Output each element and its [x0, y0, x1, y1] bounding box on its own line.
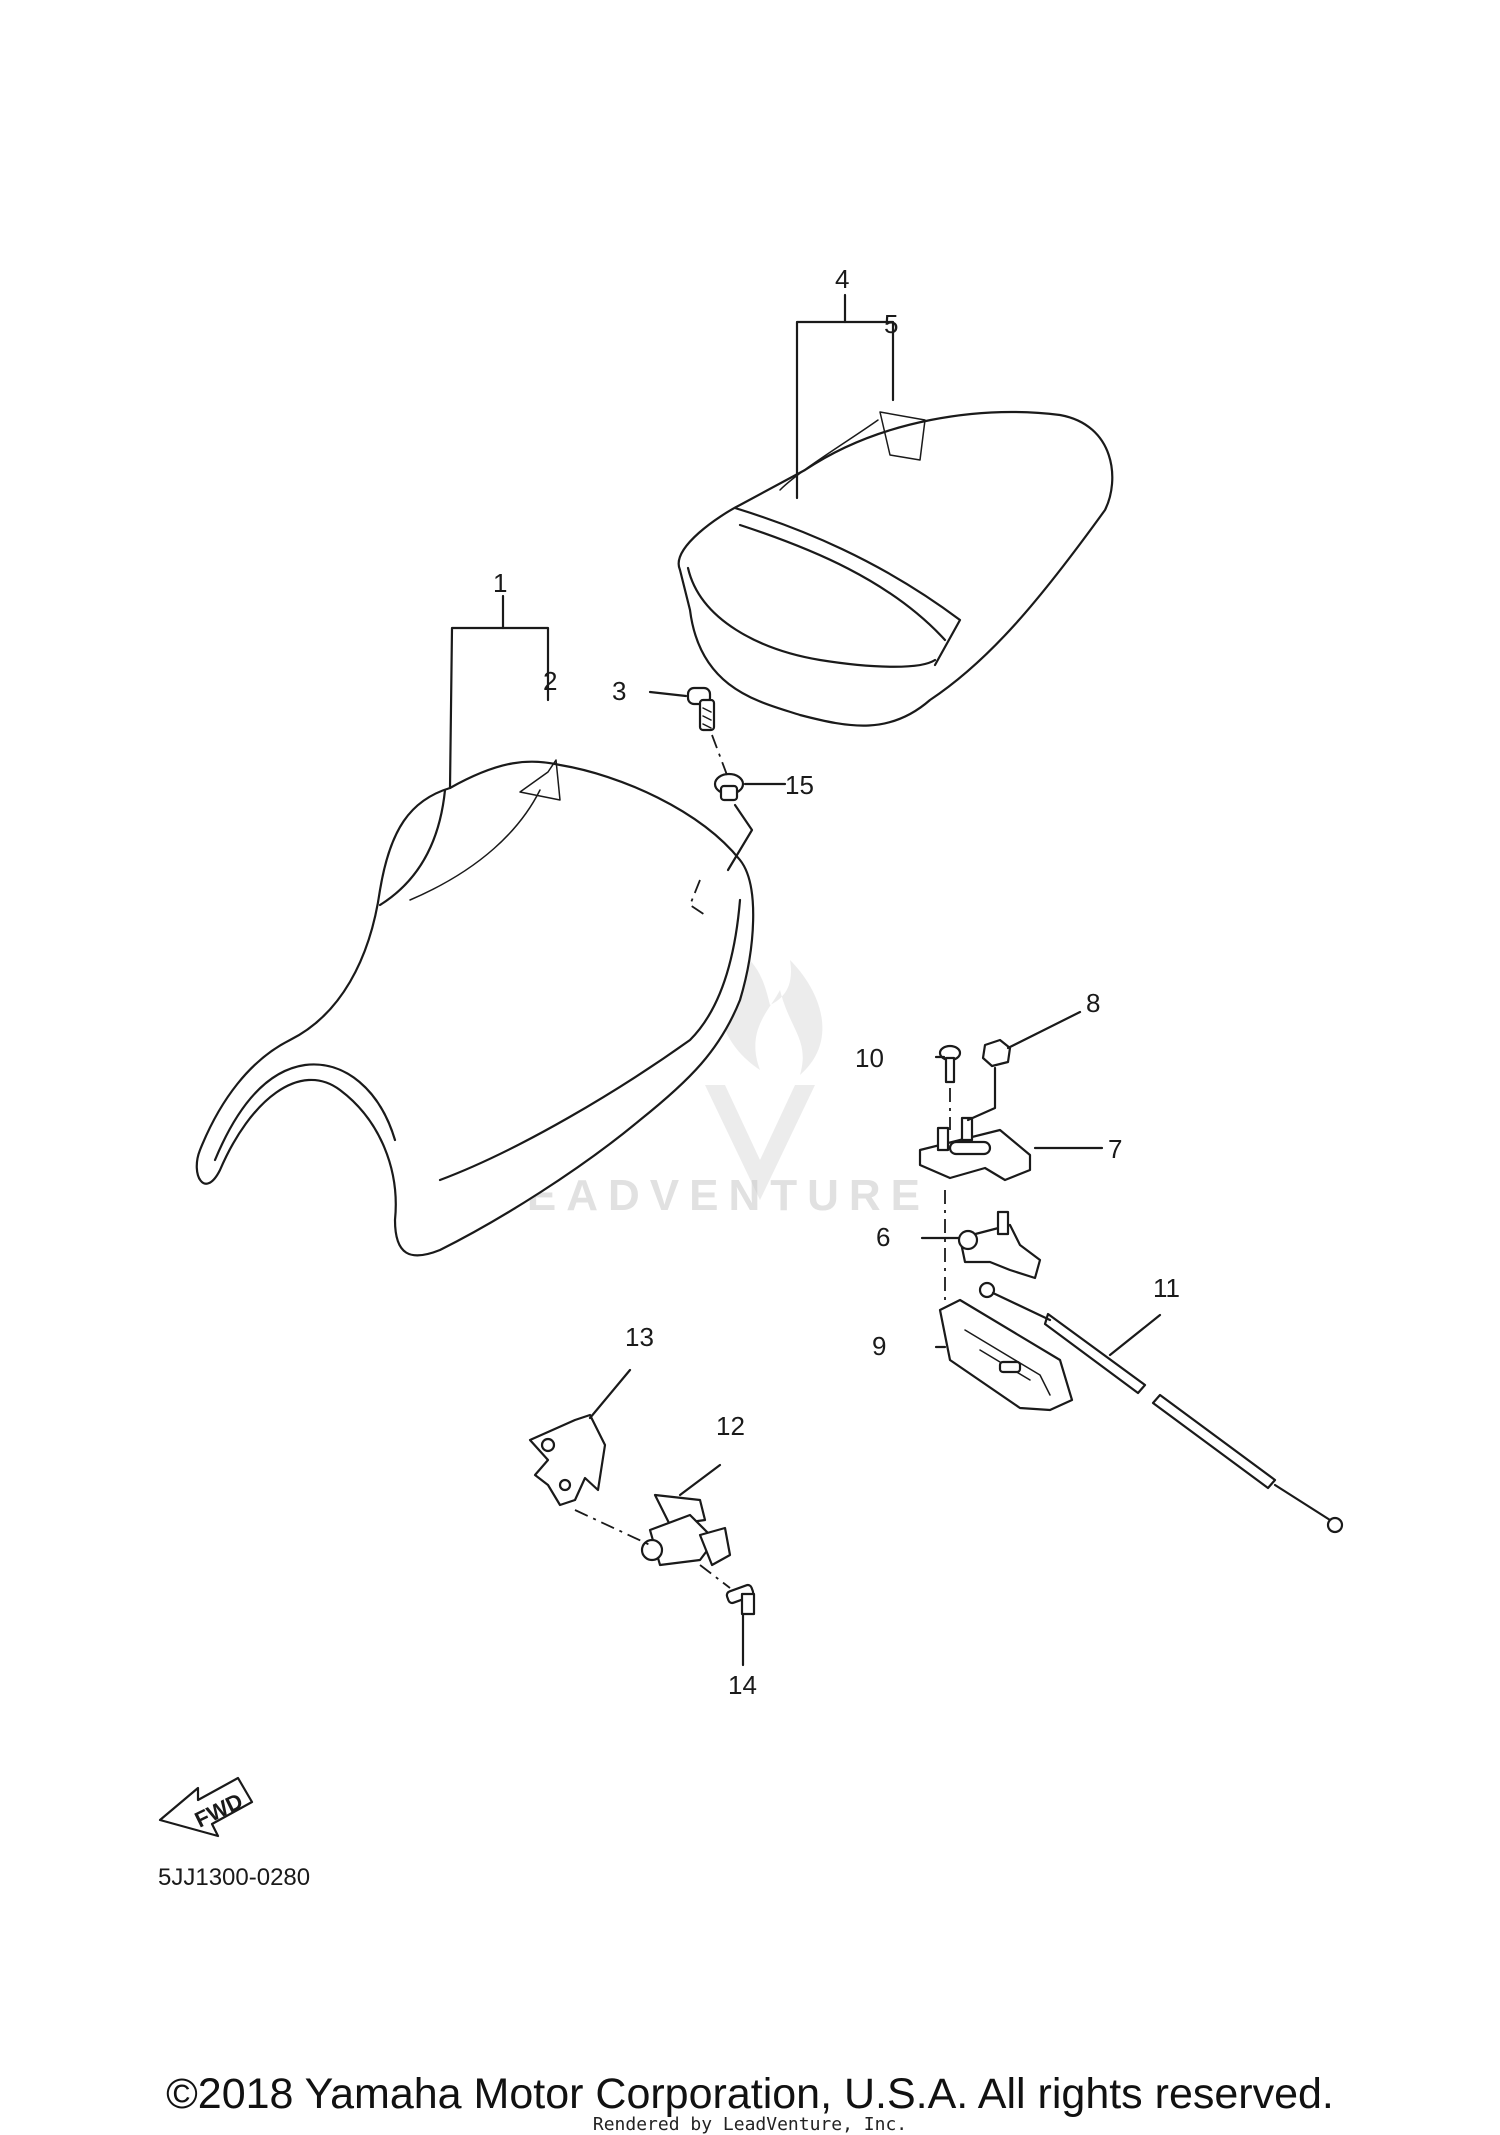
key-cylinder-12 — [640, 1493, 732, 1567]
callout-10: 10 — [855, 1043, 884, 1073]
screw-10 — [938, 1044, 962, 1084]
callout-2: 2 — [543, 666, 557, 696]
nut-8 — [981, 1038, 1012, 1068]
bracket-13 — [528, 1413, 607, 1507]
front-seat — [195, 759, 755, 1257]
watermark: LEADVENTURE — [490, 950, 920, 1220]
hook-6 — [957, 1210, 1042, 1280]
diagram-code: 5JJ1300-0280 — [158, 1864, 311, 1891]
callout-14: 14 — [728, 1670, 757, 1700]
callout-13: 13 — [625, 1322, 654, 1352]
callout-9: 9 — [872, 1331, 886, 1361]
rear-seat — [677, 410, 1114, 727]
callout-1: 1 — [493, 568, 507, 598]
callout-5: 5 — [884, 309, 898, 339]
callout-4: 4 — [835, 264, 849, 294]
bolt-3 — [686, 686, 716, 732]
callout-11: 11 — [1153, 1273, 1180, 1303]
rendered-by-notice: Rendered by LeadVenture, Inc. — [592, 2114, 908, 2135]
grommet-15 — [713, 772, 745, 802]
lock-housing-9 — [938, 1298, 1074, 1412]
callout-6: 6 — [876, 1222, 890, 1252]
copyright-notice: ©2018 Yamaha Motor Corporation, U.S.A. A… — [166, 2070, 1334, 2118]
seat-lock-bracket-7 — [918, 1116, 1032, 1182]
fwd-arrow-icon: FWD — [158, 1776, 254, 1838]
callout-3: 3 — [612, 676, 626, 706]
callout-15: 15 — [785, 770, 814, 800]
callout-8: 8 — [1086, 988, 1100, 1018]
callout-7: 7 — [1108, 1134, 1122, 1164]
bolt-14 — [725, 1583, 756, 1616]
callout-12: 12 — [716, 1411, 745, 1441]
seat-lock-cable-11 — [978, 1281, 1344, 1534]
